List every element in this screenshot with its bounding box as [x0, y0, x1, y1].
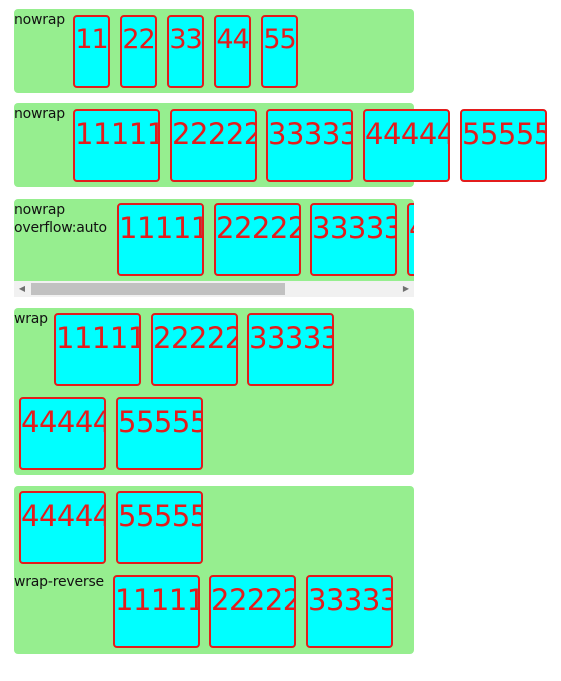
- panel-label: nowrap: [14, 12, 65, 28]
- flex-item: 22222: [209, 575, 296, 648]
- flex-item: 44444: [19, 491, 106, 564]
- flex-item: 11111: [117, 203, 204, 276]
- flex-item: 33333: [247, 313, 334, 386]
- wrap-reverse-panel: 44444 55555 wrap-reverse 11111 22222 333…: [14, 486, 414, 654]
- flex-item: 22222: [214, 203, 301, 276]
- scroll-right-arrow-icon[interactable]: ▶: [402, 284, 410, 293]
- flex-item: 22222: [170, 109, 257, 182]
- flex-item: 44: [214, 15, 251, 88]
- flex-item: 33: [167, 15, 204, 88]
- panel-label: nowrap: [14, 106, 65, 122]
- flex-item: 33333: [310, 203, 397, 276]
- overflow-auto-content: nowrap overflow:auto 11111 22222 33333 4…: [14, 199, 414, 281]
- flex-item: 44444: [363, 109, 450, 182]
- flex-item: 55555: [116, 491, 203, 564]
- flex-item: 33333: [266, 109, 353, 182]
- flex-item: 33333: [306, 575, 393, 648]
- horizontal-scrollbar[interactable]: ◀ ▶: [14, 281, 414, 297]
- panel-label: wrap-reverse: [14, 574, 104, 590]
- flex-item: 44444: [19, 397, 106, 470]
- flex-item: 11111: [73, 109, 160, 182]
- panel-label: nowrap overflow:auto: [14, 202, 107, 236]
- flex-item: 55555: [116, 397, 203, 470]
- overflow-auto-panel[interactable]: nowrap overflow:auto 11111 22222 33333 4…: [14, 199, 414, 297]
- flex-item: 11: [73, 15, 110, 88]
- wrap-panel: wrap 11111 22222 33333 44444 55555: [14, 308, 414, 475]
- flex-item: 22: [120, 15, 157, 88]
- flex-item: 55: [261, 15, 298, 88]
- flex-item: 11111: [54, 313, 141, 386]
- flex-item: 55555: [460, 109, 547, 182]
- flex-item: 22222: [151, 313, 238, 386]
- nowrap-short-panel: nowrap 11 22 33 44 55: [14, 9, 414, 93]
- panel-label: wrap: [14, 311, 48, 327]
- flex-item: 44444: [407, 203, 414, 276]
- flex-item: 11111: [113, 575, 200, 648]
- scroll-left-arrow-icon[interactable]: ◀: [18, 284, 26, 293]
- scrollbar-thumb[interactable]: [31, 283, 285, 295]
